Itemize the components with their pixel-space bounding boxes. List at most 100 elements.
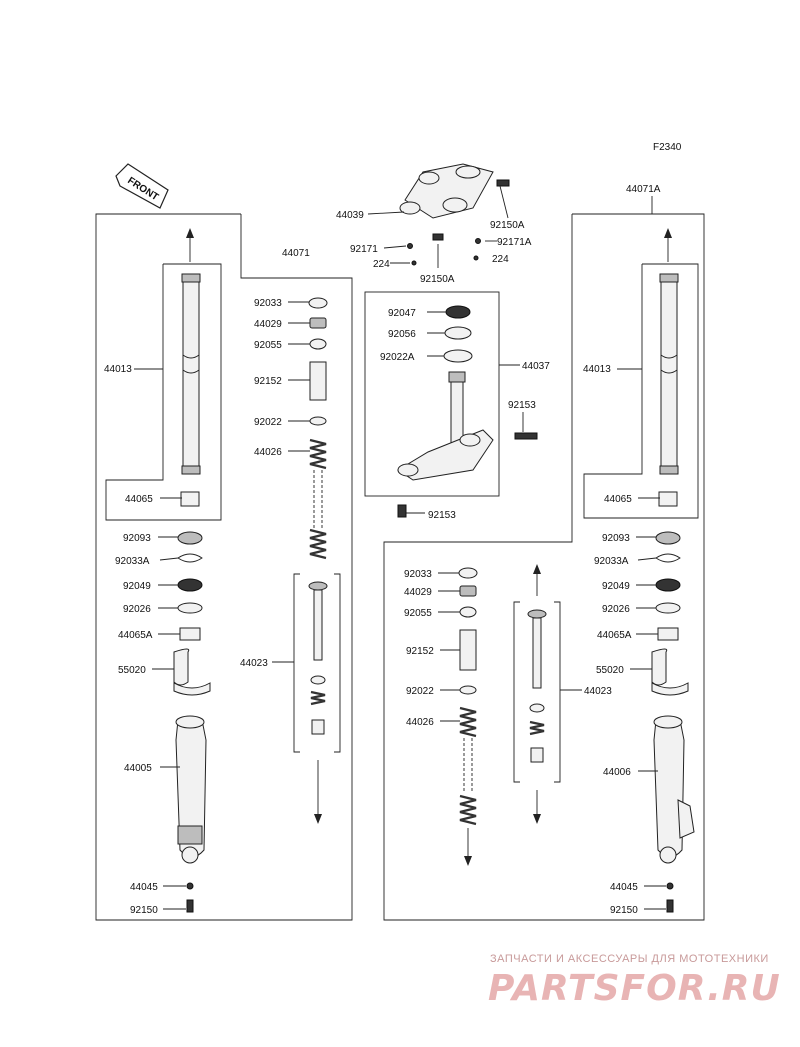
right-label-92150: 92150 (610, 905, 638, 916)
right-label-92093: 92093 (602, 533, 630, 544)
left-label-92150: 92150 (130, 905, 158, 916)
right-part-44065 (658, 491, 678, 507)
left-label-44005: 44005 (124, 763, 152, 774)
right-inner-92152 (459, 629, 477, 671)
right-label-44045: 44045 (610, 882, 638, 893)
stem-label-92153-2: 92153 (428, 510, 456, 521)
right-label-92026: 92026 (602, 604, 630, 615)
right-part-92033A (655, 553, 681, 563)
left-inner-92033 (308, 297, 328, 309)
left-inner-44029 (309, 317, 327, 329)
watermark-subtitle: ЗАПЧАСТИ И АКСЕССУАРЫ ДЛЯ МОТОТЕХНИКИ (490, 953, 769, 965)
right-damper-rod (527, 609, 547, 763)
left-part-92093 (177, 531, 203, 545)
left-label-55020: 55020 (118, 665, 146, 676)
left-label-44023: 44023 (240, 658, 268, 669)
right-fork-border (383, 213, 705, 921)
right-44013-bracket (583, 263, 699, 519)
left-part-92150 (186, 899, 194, 913)
right-label-44023: 44023 (584, 686, 612, 697)
right-inner-44029 (459, 585, 477, 597)
left-label-92022: 92022 (254, 417, 282, 428)
figure-code: F2340 (653, 142, 682, 153)
left-fork-border (95, 213, 353, 921)
right-inner-92033 (458, 567, 478, 579)
right-label-92033: 92033 (404, 569, 432, 580)
right-label-92049: 92049 (602, 581, 630, 592)
top-label-92150A-1: 92150A (490, 220, 525, 231)
right-part-55020 (651, 648, 689, 696)
left-label-44029: 44029 (254, 319, 282, 330)
right-part-44065A (657, 627, 679, 641)
right-inner-spring-44026 (459, 706, 477, 826)
left-inner-92152 (309, 361, 327, 401)
steering-stem (397, 371, 538, 481)
top-label-92171: 92171 (350, 244, 378, 255)
left-label-92055: 92055 (254, 340, 282, 351)
right-part-92026 (655, 602, 681, 614)
right-inner-92055 (459, 606, 477, 618)
right-part-92150 (666, 899, 674, 913)
stem-part-92047 (445, 305, 471, 319)
right-label-44065A: 44065A (597, 630, 632, 641)
left-inner-spring-44026 (309, 438, 327, 560)
right-label-44029: 44029 (404, 587, 432, 598)
right-label-92055: 92055 (404, 608, 432, 619)
left-label-44065A: 44065A (118, 630, 153, 641)
top-label-224-left: 224 (373, 259, 390, 270)
upper-triple-clamp (399, 163, 510, 219)
stem-part-92056 (444, 326, 472, 340)
stem-label-92153-1: 92153 (508, 400, 536, 411)
left-label-92026: 92026 (123, 604, 151, 615)
stem-label-92022A: 92022A (380, 352, 415, 363)
left-label-44045: 44045 (130, 882, 158, 893)
left-label-92093: 92093 (123, 533, 151, 544)
left-part-44045 (186, 882, 194, 890)
right-label-92022: 92022 (406, 686, 434, 697)
left-inner-92055 (309, 338, 327, 350)
left-fork-tube (181, 273, 201, 475)
right-inner-92022 (459, 685, 477, 695)
top-label-92171A: 92171A (497, 237, 532, 248)
right-fork-tube (659, 273, 679, 475)
right-label-44013: 44013 (583, 364, 611, 375)
left-fork-slider (175, 715, 207, 864)
right-label-44006: 44006 (603, 767, 631, 778)
left-label-92152: 92152 (254, 376, 282, 387)
right-part-44045 (666, 882, 674, 890)
left-part-92049 (177, 578, 203, 592)
right-label-92152: 92152 (406, 646, 434, 657)
stem-label-92047: 92047 (388, 308, 416, 319)
right-label-55020: 55020 (596, 665, 624, 676)
stem-part-92022A (443, 349, 473, 363)
right-label-44026: 44026 (406, 717, 434, 728)
left-44013-bracket (105, 263, 222, 521)
right-fork-slider (653, 715, 695, 864)
left-part-44065 (180, 491, 200, 507)
right-label-44065: 44065 (604, 494, 632, 505)
top-label-224-right: 224 (492, 254, 509, 265)
right-part-92093 (655, 531, 681, 545)
left-label-44065: 44065 (125, 494, 153, 505)
right-label-92033A: 92033A (594, 556, 629, 567)
front-arrow-icon: FRONT (115, 163, 169, 209)
stem-label-44037: 44037 (522, 361, 550, 372)
stem-border (364, 291, 500, 497)
right-44023-bracket (513, 601, 520, 783)
top-label-44039: 44039 (336, 210, 364, 221)
left-part-44065A (179, 627, 201, 641)
left-part-92026 (177, 602, 203, 614)
left-44023-bracket (293, 573, 300, 753)
top-label-92150A-2: 92150A (420, 274, 455, 285)
left-label-44026: 44026 (254, 447, 282, 458)
left-inner-92022 (309, 416, 327, 426)
left-damper-rod (308, 581, 328, 735)
stem-label-92056: 92056 (388, 329, 416, 340)
left-label-92033: 92033 (254, 298, 282, 309)
watermark-brand: PARTSFOR.RU (488, 968, 781, 1009)
left-label-92049: 92049 (123, 581, 151, 592)
left-label-44071: 44071 (282, 248, 310, 259)
right-part-92049 (655, 578, 681, 592)
left-part-92033A (177, 553, 203, 563)
